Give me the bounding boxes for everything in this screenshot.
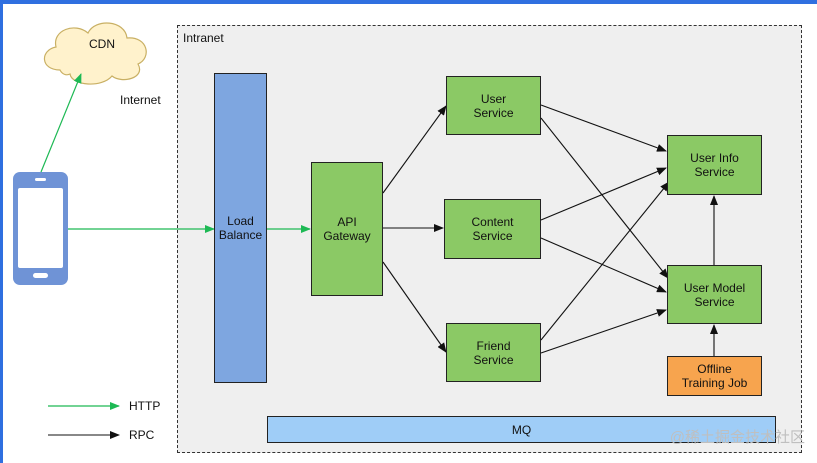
edge-gateway-to-friend-service (382, 261, 447, 353)
load-balance-node: Load Balance (214, 73, 267, 383)
edge-phone-to-cdn (40, 73, 82, 173)
watermark: @稀土掘金技术社区 (669, 429, 805, 446)
edge-content-to-usermodel (540, 237, 667, 293)
edge-content-to-userinfo (540, 167, 667, 221)
user-service-node: User Service (446, 76, 541, 135)
cdn-label: CDN (89, 37, 115, 51)
edge-user-to-usermodel (540, 117, 669, 279)
edge-friend-to-userinfo (540, 181, 670, 341)
api-gateway-node: API Gateway (311, 162, 383, 296)
friend-service-node: Friend Service (446, 323, 541, 382)
internet-label: Internet (120, 93, 161, 107)
user-model-service-node: User Model Service (667, 265, 762, 324)
edge-user-to-userinfo (540, 104, 667, 152)
edge-friend-to-usermodel (540, 309, 667, 354)
window-left-border (0, 0, 3, 463)
legend-rpc-label: RPC (129, 428, 155, 442)
mobile-phone-icon (13, 172, 68, 285)
intranet-label: Intranet (183, 31, 224, 45)
edge-gateway-to-user-service (382, 105, 447, 194)
legend-http-label: HTTP (129, 399, 161, 413)
user-info-service-node: User Info Service (667, 135, 762, 195)
content-service-node: Content Service (444, 199, 541, 259)
cdn-cloud-icon (43, 22, 147, 85)
window-top-border (0, 0, 817, 4)
offline-training-job-node: Offline Training Job (667, 356, 762, 396)
mq-node: MQ (267, 416, 776, 443)
